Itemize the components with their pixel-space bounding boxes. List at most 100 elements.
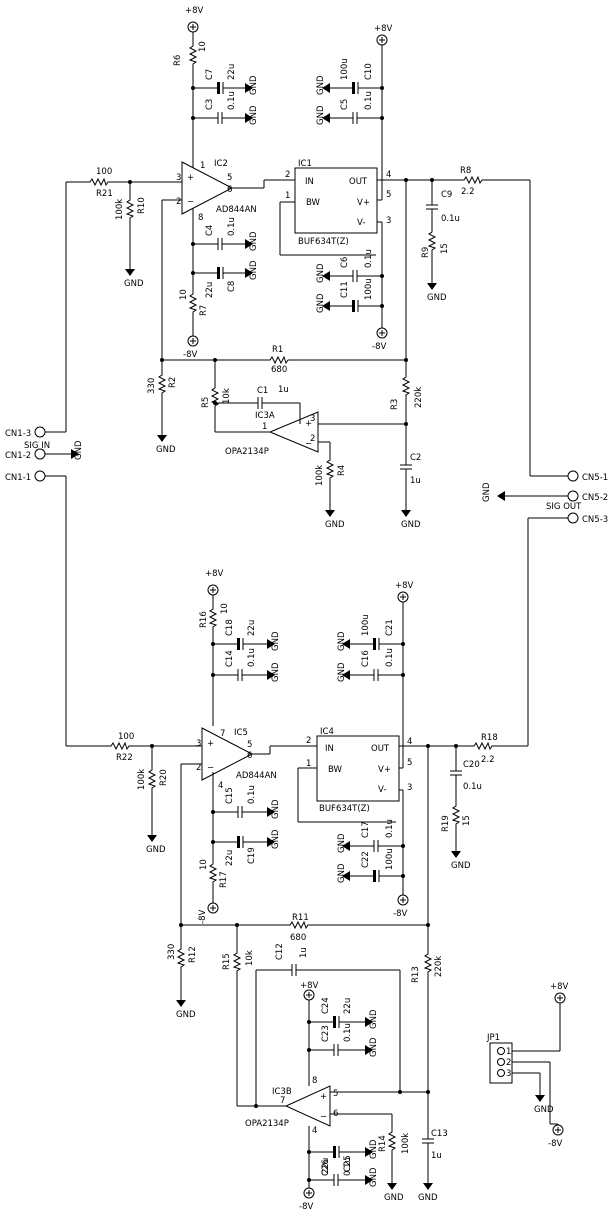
label-ic-buf-out: OUT [349, 177, 368, 187]
label-supply-gnd: GND [146, 845, 166, 855]
label-ch1-c7-v: 22u [227, 64, 237, 80]
label-pins-p4: 4 [386, 170, 391, 180]
label-supply-gnd: GND [249, 231, 259, 251]
label-supply-gnd: GND [369, 1167, 379, 1187]
label-ch2-r15: R15 [222, 953, 232, 970]
label-ch2-c15: C15 [225, 787, 235, 804]
label-pins-p2: 2 [285, 170, 290, 180]
label-ch2-r20-v: 100k [137, 769, 147, 790]
label-ch1-r9-v: 15 [440, 243, 450, 254]
label-ch2-c21: C21 [385, 619, 395, 636]
label-ch2-c23: C23 [321, 1025, 331, 1042]
label-ch2-c16: C16 [361, 650, 371, 667]
label-ic-ic2: IC2 [214, 159, 228, 169]
label-pins-p6: 6 [227, 185, 232, 195]
label-ic-buf634: BUF634T(Z) [319, 804, 370, 814]
label-pins-p3: 3 [407, 783, 412, 793]
label-ch1-r5: R5 [201, 397, 211, 408]
label-pins-p5: 5 [333, 1089, 338, 1099]
label-ic-buf-bw: BW [328, 765, 343, 775]
label-glyph: + [320, 1092, 327, 1102]
supply-label: +8V [185, 6, 204, 16]
label-pins-p2: 2 [306, 736, 311, 746]
label-connectors-cn5-2: CN5-2 [582, 493, 608, 503]
label-supply-gnd: GND [156, 445, 176, 455]
label-ch1-r6: R6 [173, 55, 183, 66]
label-supply-neg: -8V [299, 1202, 313, 1212]
label-connectors-cn5-3: CN5-3 [582, 515, 608, 525]
label-pins-p5: 5 [407, 758, 412, 768]
label-ic-ad844: AD844AN [216, 205, 257, 215]
label-ch1-r2: R2 [168, 377, 178, 388]
label-ch2-c22-v: 100u [385, 848, 395, 870]
label-ch1-r10-v: 100k [115, 199, 125, 220]
label-connectors-cn1-3: CN1-3 [5, 429, 31, 439]
label-supply-gnd: GND [271, 631, 281, 651]
label-supply-gnd: GND [271, 799, 281, 819]
label-ic-buf-out: OUT [371, 744, 390, 754]
label-glyph: − [320, 1112, 327, 1122]
label-supply-gnd: GND [124, 279, 144, 289]
label-ch2-r11: R11 [292, 913, 309, 923]
label-ch1-c1: C1 [257, 386, 268, 396]
label-ch1-r5-v: 10k [222, 388, 232, 404]
label-ch1-c9-v: 0.1u [441, 214, 460, 224]
label-supply-neg: -8V [548, 1139, 562, 1149]
label-ch2-c13: C13 [431, 1129, 448, 1139]
label-supply-gnd: GND [316, 293, 326, 313]
label-ch1-r9: R9 [421, 247, 431, 258]
label-supply-pos: +8V [550, 982, 569, 992]
label-ch1-r1: R1 [272, 345, 283, 355]
label-connectors-sig-in: SIG IN [24, 441, 50, 451]
label-ch1-r7: R7 [199, 305, 209, 316]
label-pins-p1: 1 [200, 161, 205, 171]
label-connectors-cn1-1: CN1-1 [5, 473, 31, 483]
label-ch1-c7: C7 [205, 69, 215, 80]
label-ch1-r10: R10 [137, 197, 147, 214]
label-supply-gnd: GND [249, 105, 259, 125]
label-supply-gnd: GND [316, 75, 326, 95]
label-ch2-c12-v: 1u [299, 947, 309, 958]
label-connectors-jp1-pins-1: 2 [506, 1058, 511, 1068]
label-ch1-c4-v: 0.1u [227, 217, 237, 236]
label-ch1-c6-v: 0.1u [364, 249, 374, 268]
label-ch1-c11: C11 [340, 281, 350, 298]
channel-2: +8V R16 10 C18 22u GND C14 0.1u GND +− I… [66, 569, 528, 1212]
label-ch1-r21: R21 [96, 189, 113, 199]
label-ic-ad844: AD844AN [236, 771, 277, 781]
label-supply-neg: -8V [372, 342, 386, 352]
label-ch2-r12: R12 [188, 946, 198, 963]
label-ch2-c16-v: 0.1u [385, 648, 395, 667]
label-connectors-cn5-1: CN5-1 [582, 473, 608, 483]
label-pins-p7: 7 [280, 1096, 285, 1106]
label-pins-p8: 8 [312, 1076, 317, 1086]
label-supply-gnd: GND [418, 1193, 438, 1203]
label-ch2-r16: R16 [199, 611, 209, 628]
label-supply-gnd: GND [316, 105, 326, 125]
label-ic-ic3b: IC3B [272, 1087, 292, 1097]
label-supply-gnd: GND [337, 833, 347, 853]
label-pins-p5: 5 [386, 190, 391, 200]
label-ch1-c3: C3 [205, 99, 215, 110]
label-ic-opa2134: OPA2134P [225, 447, 269, 457]
label-pins-p3: 3 [176, 173, 181, 183]
label-ch2-c22: C22 [361, 851, 371, 868]
label-ch1-r2-v: 330 [147, 378, 157, 394]
label-ch2-r16-v: 10 [220, 603, 230, 614]
label-ch2-c25: C25 [343, 1155, 353, 1172]
label-ic-buf-vp: V+ [378, 765, 391, 775]
label-connectors-sig-out: SIG OUT [546, 502, 582, 512]
label-supply-pos: +8V [395, 581, 414, 591]
label-supply-gnd: GND [337, 631, 347, 651]
label-ch2-c15-v: 0.1u [247, 785, 257, 804]
label-pins-p1: 1 [262, 422, 267, 432]
label-ic-ic3a: IC3A [255, 411, 275, 421]
label-ch1-c2: C2 [410, 453, 421, 463]
label-ch2-c13-v: 1u [431, 1151, 442, 1161]
label-ch2-r17-v: 10 [199, 859, 209, 870]
label-ch1-c11-v: 100u [364, 278, 374, 300]
label-connectors-jp1-pins-0: 1 [506, 1047, 511, 1057]
label-ch2-r17: R17 [219, 871, 229, 888]
label-ch1-c4: C4 [205, 225, 215, 236]
